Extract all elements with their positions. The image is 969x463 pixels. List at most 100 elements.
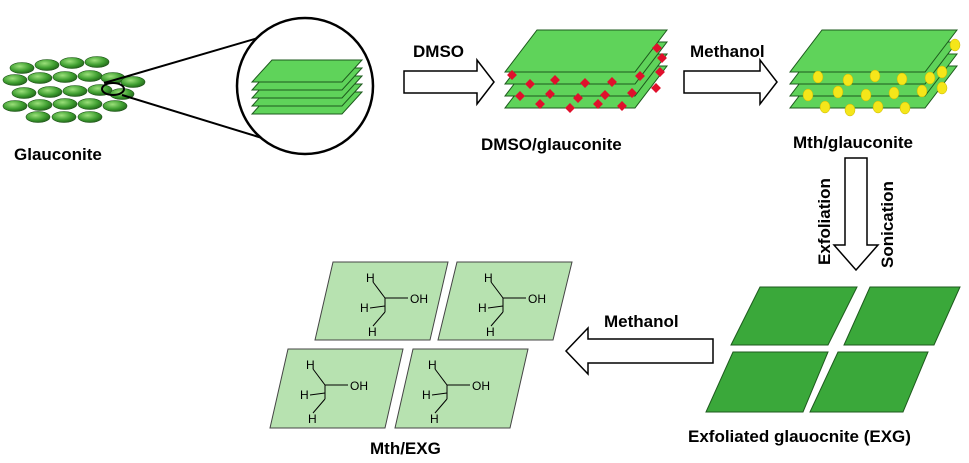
bond [431, 392, 448, 396]
dmso-marker [600, 90, 610, 100]
glauconite-grain [102, 100, 128, 112]
atom-h: H [308, 412, 317, 426]
label-dmso-glauconite: DMSO/glauconite [481, 135, 622, 154]
dmso-marker [627, 88, 637, 98]
bond [487, 305, 504, 309]
group-oh: OH [410, 292, 428, 306]
group-oh: OH [350, 379, 368, 393]
dmso-marker [593, 99, 603, 109]
glauconite-grain [84, 56, 110, 68]
glauconite-grain [25, 111, 51, 123]
label-dmso-step: DMSO [413, 42, 464, 61]
dmso-marker [515, 91, 525, 101]
arrow-methanol-1 [683, 57, 778, 107]
methanol-marker [860, 88, 872, 102]
dmso-marker [607, 77, 617, 87]
mth-stack-sheet [788, 29, 959, 73]
methanol-marker [802, 88, 814, 102]
label-exfoliation: Exfoliation [815, 178, 834, 265]
bond [312, 368, 326, 386]
dmso-marker [655, 67, 665, 77]
glauconite-grain [52, 98, 78, 110]
glauconite-grains [2, 56, 146, 123]
methanol-marker [949, 38, 961, 52]
glauconite-grain [77, 98, 103, 110]
exg-sheet-2 [843, 286, 961, 346]
mth-exg-panel [269, 348, 404, 429]
glauconite-grain [37, 86, 63, 98]
dmso-marker [651, 83, 661, 93]
glauconite-grain [2, 74, 28, 86]
atom-h: H [368, 325, 377, 339]
zoom-region-marker [101, 82, 125, 96]
methanol-marker [812, 70, 824, 84]
dmso-marker [535, 99, 545, 109]
atom-h: H [430, 412, 439, 426]
atom-h: H [306, 358, 315, 372]
bond [312, 398, 326, 414]
arrow-dmso [403, 57, 495, 107]
label-exg: Exfoliated glauocnite (EXG) [688, 427, 911, 446]
glauconite-grain [27, 99, 53, 111]
arrow-methanol-2 [564, 326, 714, 376]
methanol-marker [832, 85, 844, 99]
dmso-molecules [507, 43, 667, 113]
bond [490, 281, 504, 299]
mth-exg-panel [437, 261, 573, 341]
dmso-marker [652, 43, 662, 53]
dmso-marker [565, 103, 575, 113]
methanol-molecules [802, 38, 961, 117]
dmso-marker [525, 79, 535, 89]
methanol-marker [924, 71, 936, 85]
glauconite-grain [34, 59, 60, 71]
dmso-marker [573, 93, 583, 103]
label-mth-glauconite: Mth/glauconite [793, 133, 913, 152]
atom-h: H [422, 388, 431, 402]
dmso-marker [545, 89, 555, 99]
label-sonication: Sonication [878, 181, 897, 268]
magnified-sheet [250, 59, 364, 83]
glauconite-grain [9, 62, 35, 74]
glauconite-grain [77, 70, 103, 82]
label-methanol-step-2: Methanol [604, 312, 679, 331]
dmso-marker [657, 53, 667, 63]
glauconite-grain [27, 72, 53, 84]
glauconite-grain [51, 111, 77, 123]
methanol-marker [888, 86, 900, 100]
atom-h: H [484, 271, 493, 285]
mth-exg-panel [394, 348, 529, 429]
arrow-exfoliation [832, 157, 880, 272]
label-glauconite: Glauconite [14, 145, 102, 164]
exg-sheet-1 [730, 286, 858, 346]
bond [434, 368, 448, 386]
dmso-marker [550, 75, 560, 85]
methanol-marker [936, 81, 948, 95]
glauconite-grain [59, 57, 85, 69]
zoom-line-top [103, 37, 259, 84]
methanol-marker [869, 69, 881, 83]
glauconite-grain [77, 111, 103, 123]
label-mth-exg: Mth/EXG [370, 439, 441, 458]
magnified-sheet-stack [250, 59, 364, 115]
atom-h: H [478, 301, 487, 315]
bond [372, 281, 386, 299]
glauconite-grain [62, 85, 88, 97]
methanol-marker [936, 65, 948, 79]
dmso-marker [617, 101, 627, 111]
glauconite-grain [52, 71, 78, 83]
methanol-marker [896, 72, 908, 86]
dmso-marker [580, 78, 590, 88]
atom-h: H [300, 388, 309, 402]
exg-sheet-4 [809, 351, 929, 413]
group-oh: OH [472, 379, 490, 393]
group-oh: OH [528, 292, 546, 306]
bond [490, 311, 504, 327]
glauconite-grain [120, 76, 146, 88]
glauconite-grain [2, 100, 28, 112]
dmso-stack-sheet [503, 29, 669, 73]
bond [372, 311, 386, 327]
dmso-glauconite-stack [503, 29, 669, 109]
methanol-marker [819, 100, 831, 114]
